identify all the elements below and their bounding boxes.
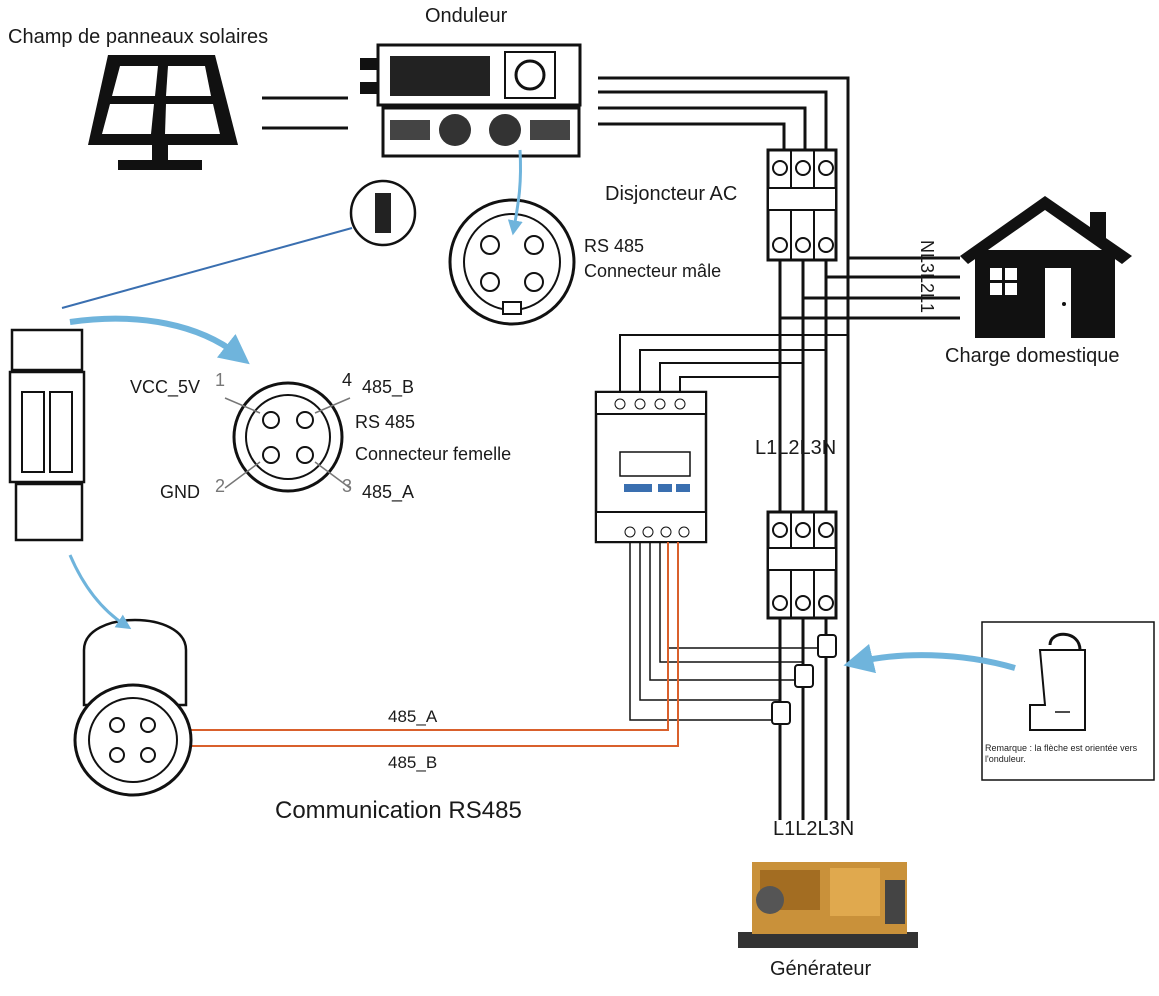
a485-label: 485_A: [362, 482, 415, 502]
ac-breaker-bottom: [766, 510, 838, 620]
solar-field-label: Champ de panneaux solaires: [8, 26, 269, 48]
rs485-male-label-1: RS 485: [584, 236, 645, 256]
rs485-female-label-2: Connecteur femelle: [355, 444, 512, 464]
rs485-female-connector: [224, 381, 351, 493]
ct-note-box: [981, 621, 1155, 781]
house-icon: [960, 196, 1132, 338]
pin4-label: 4: [342, 370, 353, 390]
home-load-label: Charge domestique: [945, 345, 1120, 367]
ct-clamp-icon: [794, 664, 814, 688]
rs485-female-label-1: RS 485: [355, 412, 416, 432]
pin3-label: 3: [342, 476, 353, 496]
wire-a-label: 485_A: [388, 707, 438, 726]
ac-breaker-top: [766, 148, 838, 262]
ct-clamp-icon: [817, 634, 837, 658]
solar-panel-icon: [88, 55, 238, 170]
connector-plug-icon: [349, 179, 417, 247]
rs485-male-connector: [448, 198, 576, 326]
rs485-end-connector: [73, 618, 193, 797]
phases-bottom-label: L1L2L3N: [773, 818, 855, 840]
vcc-label: VCC_5V: [130, 377, 201, 397]
b485-label: 485_B: [362, 377, 415, 397]
inverter-icon: [360, 43, 582, 158]
pin2-label: 2: [215, 476, 226, 496]
generator-label: Générateur: [770, 958, 872, 980]
generator-icon: [738, 862, 918, 948]
rs485-male-label-2: Connecteur mâle: [584, 261, 722, 281]
phase-labels-house: NL3L2L1: [917, 240, 937, 314]
connector-plug-icon: [8, 328, 86, 542]
inverter-label: Onduleur: [425, 5, 508, 27]
pin1-label: 1: [215, 370, 226, 390]
communication-label: Communication RS485: [275, 797, 522, 824]
phases-mid-label: L1L2L3N: [755, 437, 837, 459]
ct-clamp-icon: [771, 701, 791, 725]
ct-note-text: Remarque : la flèche est orientée vers l…: [985, 743, 1138, 764]
ac-breaker-label: Disjoncteur AC: [605, 183, 738, 205]
gnd-label: GND: [160, 482, 200, 502]
energy-meter-icon: [594, 390, 708, 544]
wire-b-label: 485_B: [388, 753, 438, 772]
